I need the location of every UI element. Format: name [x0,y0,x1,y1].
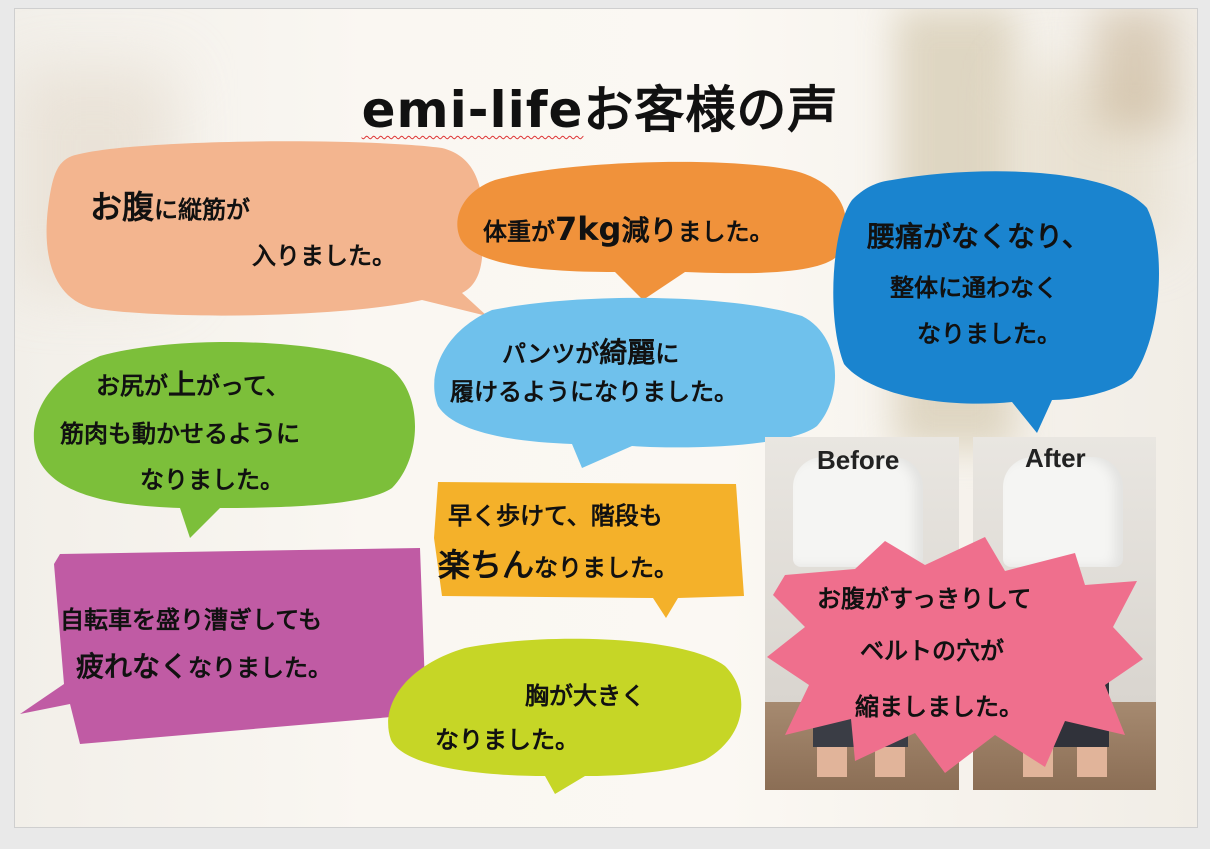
voice-bubble-stairs: 早く歩けて、階段も 楽ちんなりました。 [428,478,746,618]
bubble-text: 入りました。 [252,242,396,270]
title-rest: お客様の声 [583,81,839,139]
voice-bubble-bicycle: 自転車を盛り漕ぎしても 疲れなくなりました。 [20,544,428,754]
voice-bubble-belt: お腹がすっきりして ベルトの穴が 縮ましました。 [765,535,1145,775]
bubble-text: お尻が上がって、 [96,368,290,401]
bubble-text: 腰痛がなくなり、 [867,220,1090,253]
bubble-text: 疲れなくなりました。 [76,650,333,683]
bubble-text: 筋肉も動かせるように [60,420,300,448]
bubble-text: なりました。 [435,726,579,754]
bubble-text: お腹がすっきりして [817,585,1032,613]
bubble-text: なりました。 [140,466,284,494]
bubble-text: 楽ちんなりました。 [438,546,679,584]
bubble-text: パンツが綺麗に [502,336,680,369]
voice-bubble-pants: パンツが綺麗に 履けるようになりました。 [432,296,844,468]
bubble-shape [457,161,847,300]
bubble-text: 胸が大きく [525,682,645,710]
bubble-shape [388,638,742,794]
bubble-text: 早く歩けて、階段も [448,502,663,530]
bubble-shape [46,141,487,316]
voice-bubble-abs: お腹に縦筋が 入りました。 [42,138,492,328]
voice-bubble-chest: 胸が大きく なりました。 [385,636,747,794]
voice-bubble-weight: 体重が7kg減りました。 [455,160,850,300]
background-blur [1095,9,1175,129]
bubble-shape [833,171,1159,433]
bubble-text: なりました。 [917,320,1061,348]
bubble-text: 自転車を盛り漕ぎしても [60,606,323,634]
bubble-shape [20,548,426,744]
voice-bubble-backpain: 腰痛がなくなり、 整体に通わなく なりました。 [832,168,1162,433]
bubble-text: お腹に縦筋が [90,188,251,226]
bubble-text: 体重が7kg減りました。 [483,210,774,248]
bubble-text: 整体に通わなく [890,274,1058,302]
title-brand: emi-life [361,81,584,139]
bubble-shape [434,297,836,468]
bubble-text: 縮ましました。 [855,693,1023,721]
before-label: Before [817,445,900,475]
bubble-shape [434,482,744,618]
after-label: After [1025,443,1086,473]
bubble-shape [767,537,1143,773]
bubble-text: ベルトの穴が [860,637,1004,665]
page-title: emi-lifeお客様の声 [320,70,880,140]
voice-bubble-hips: お尻が上がって、 筋肉も動かせるように なりました。 [30,338,422,538]
bubble-text: 履けるようになりました。 [450,378,738,406]
bubble-shape [33,342,415,538]
